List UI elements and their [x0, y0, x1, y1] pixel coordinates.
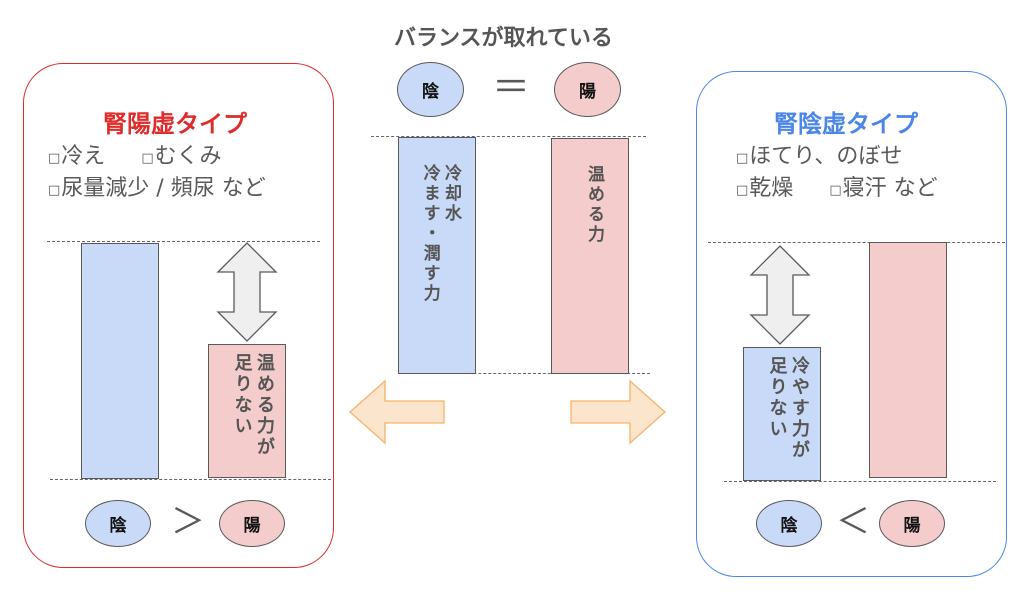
right-bottom-dashed-line	[724, 481, 996, 482]
right-orange-arrow-icon	[570, 379, 666, 445]
symptom-cold: 冷え	[61, 144, 106, 169]
left-yang-circle: 陽	[219, 500, 285, 547]
checkbox-icon: □	[736, 151, 749, 166]
symptom-urine: 尿量減少 / 頻尿 など	[61, 176, 266, 201]
checkbox-icon: □	[141, 151, 154, 166]
checkbox-icon: □	[48, 183, 61, 198]
right-yin-short-bar: 冷やす力が足りない	[743, 347, 821, 481]
right-yang-bar	[869, 242, 947, 478]
left-yin-label: 陰	[109, 516, 127, 536]
right-yin-circle: 陰	[756, 500, 822, 547]
symptom-swelling: むくみ	[154, 144, 222, 169]
right-top-dashed-line	[708, 242, 1005, 243]
center-bottom-dashed-line	[399, 373, 650, 374]
symptom-night-sweat: 寝汗 など	[842, 176, 938, 201]
center-yin-circle: 陰	[397, 62, 464, 117]
right-yin-label: 陰	[780, 516, 798, 536]
right-symptoms-line1: □ほてり、のぼせ	[736, 142, 902, 174]
right-relation-symbol: ＜	[836, 502, 870, 542]
right-double-arrow-icon	[749, 245, 811, 345]
left-symptoms-line2: □尿量減少 / 頻尿 など	[48, 174, 266, 206]
right-symptoms-line2: □乾燥 □寝汗 など	[736, 174, 938, 206]
balanced-title: バランスが取れている	[394, 26, 613, 51]
center-yang-circle: 陽	[554, 62, 621, 117]
left-relation-symbol: ＞	[171, 502, 205, 542]
center-yang-label: 陽	[579, 82, 596, 102]
checkbox-icon: □	[736, 183, 749, 198]
left-yin-circle: 陰	[85, 500, 151, 547]
kidney-yin-deficiency-title: 腎陰虚タイプ	[774, 110, 918, 138]
checkbox-icon: □	[48, 151, 61, 166]
checkbox-icon: □	[829, 183, 842, 198]
center-yang-bar: 温める力	[551, 138, 629, 374]
left-orange-arrow-icon	[349, 379, 445, 445]
left-symptoms-line1: □冷え □むくみ	[48, 142, 222, 174]
right-short-bar-text: 冷やす力が足りない	[766, 356, 811, 461]
symptom-hot-flash: ほてり、のぼせ	[749, 144, 903, 169]
left-yin-bar	[81, 243, 159, 479]
left-top-dashed-line	[47, 241, 320, 242]
left-double-arrow-icon	[216, 242, 278, 342]
center-top-dashed-line	[371, 136, 646, 137]
left-yang-label: 陽	[243, 516, 261, 536]
left-yang-short-bar: 温める力が足りない	[208, 344, 286, 478]
center-yin-bar: 冷却水冷ます・潤す力	[398, 137, 476, 374]
symptom-dryness: 乾燥	[749, 176, 794, 201]
center-yang-bar-text: 温める力	[584, 165, 604, 245]
left-bottom-dashed-line	[50, 479, 331, 480]
kidney-yang-deficiency-panel	[23, 63, 334, 568]
right-yang-label: 陽	[903, 516, 921, 536]
kidney-yin-deficiency-panel	[696, 71, 1007, 577]
kidney-yang-deficiency-title: 腎陽虚タイプ	[103, 110, 247, 138]
center-yin-label: 陰	[422, 82, 439, 102]
center-relation-symbol: ＝	[492, 65, 531, 109]
left-short-bar-text: 温める力が足りない	[231, 353, 276, 458]
right-yang-circle: 陽	[879, 500, 945, 547]
center-yin-bar-text: 冷却水冷ます・潤す力	[419, 164, 461, 304]
